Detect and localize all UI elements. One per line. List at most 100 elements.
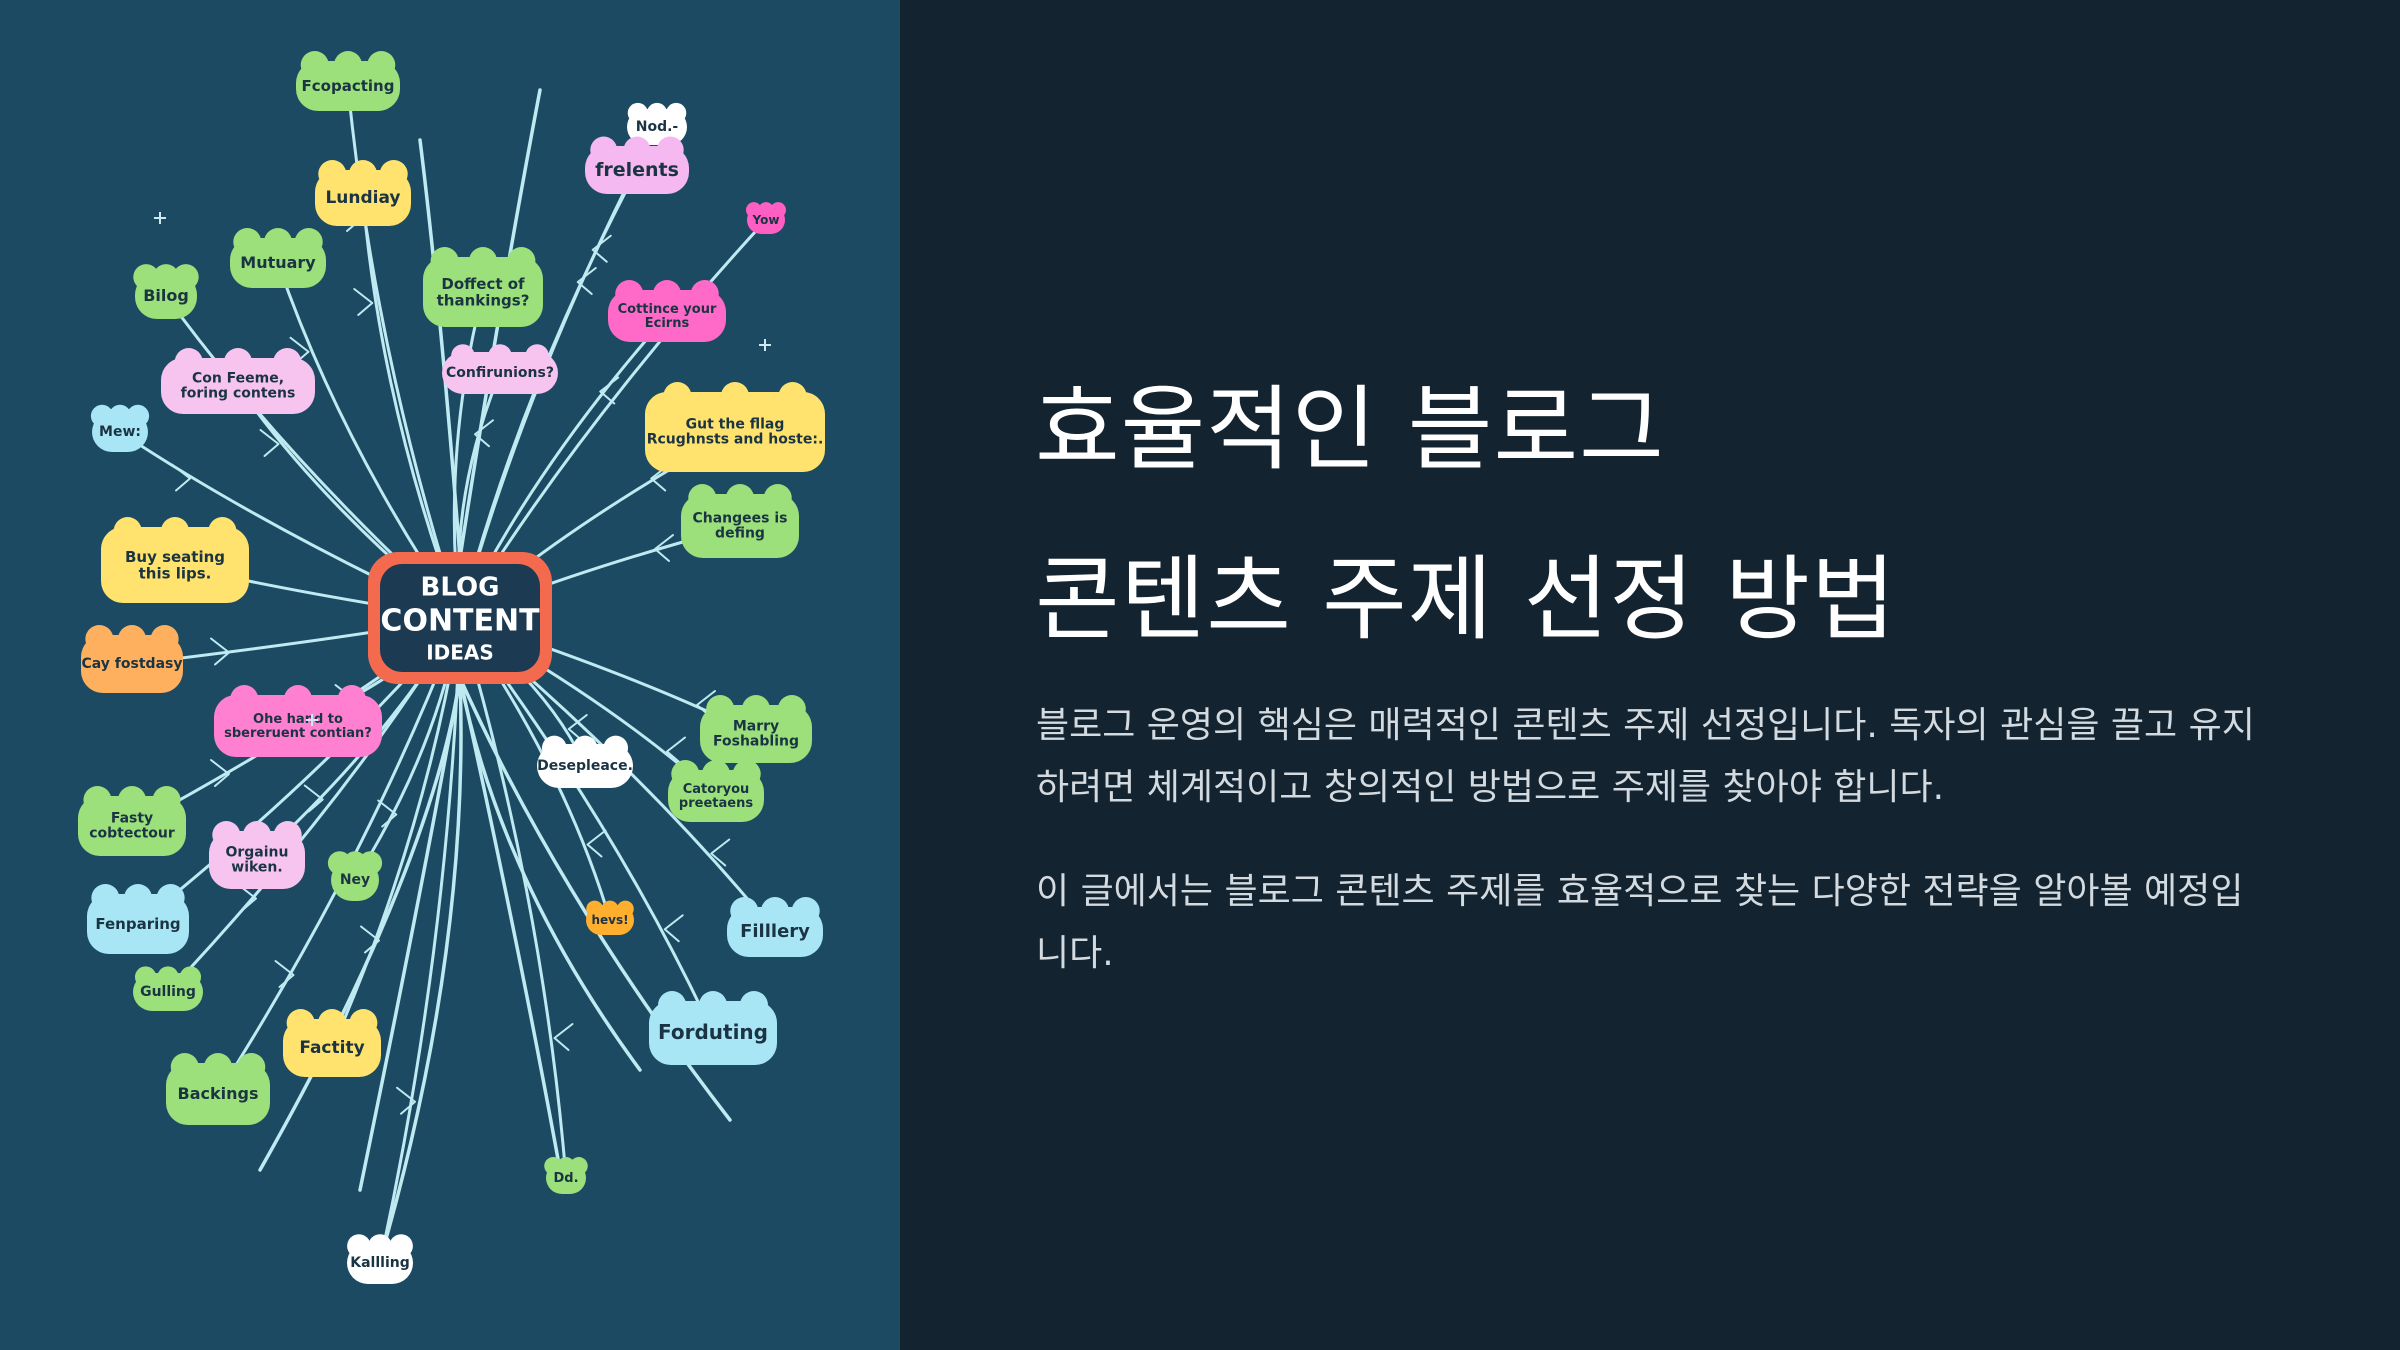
idea-bubble-bump [557, 1157, 575, 1175]
idea-bubble-bump [627, 102, 648, 124]
idea-bubble: Fcopacting [296, 51, 400, 111]
summary-paragraph: 이 글에서는 블로그 콘텐츠 주제를 효율적으로 찾는 다양한 전략을 알아볼 … [1036, 871, 2244, 974]
idea-bubble-bump [658, 991, 687, 1019]
idea-bubble-bump [118, 786, 146, 814]
idea-bubble: Cay fostdasy [81, 625, 183, 693]
idea-bubble-bump [90, 404, 114, 428]
idea-bubble-bump [337, 685, 366, 713]
twig-line [259, 429, 280, 457]
sparkle-icon [306, 714, 318, 726]
twig-line [274, 960, 295, 988]
twig-line [654, 534, 674, 562]
idea-bubble-bump [721, 382, 749, 410]
idea-bubble: Bilog [133, 264, 199, 319]
idea-bubble-bump [726, 484, 754, 512]
idea-bubble-shape [649, 1001, 777, 1065]
idea-bubble: Mutuary [230, 228, 326, 288]
idea-bubble-shape [161, 358, 315, 414]
idea-bubble-bump [347, 1234, 371, 1258]
twig-line [474, 419, 494, 448]
idea-bubble-bump [699, 991, 727, 1019]
twig-line [586, 829, 607, 858]
idea-bubble-label: Desepleace. [537, 758, 633, 774]
trunk-line [458, 676, 562, 1172]
idea-bubble-label: Filllery [740, 921, 810, 942]
idea-bubble-bump [791, 897, 820, 925]
idea-bubble-bump [273, 821, 302, 849]
idea-bubble-bump [174, 348, 203, 376]
idea-bubble-bump [152, 786, 181, 814]
idea-bubble-label: Factity [299, 1038, 364, 1058]
idea-bubble-bump [108, 404, 132, 428]
idea-bubble: hevs! [586, 900, 634, 935]
idea-bubble-bump [706, 695, 735, 723]
idea-bubble-bump [358, 851, 383, 875]
idea-bubble-bump [758, 202, 774, 218]
idea-bubble-bump [732, 760, 761, 788]
idea-bubble-bump [118, 625, 146, 653]
idea-bubble: Filllery [727, 897, 823, 957]
idea-bubble-bump [212, 821, 241, 849]
intro-paragraph: 블로그 운영의 핵심은 매력적인 콘텐츠 주제 선정입니다. 독자의 관심을 끌… [1036, 705, 2255, 808]
idea-bubble-bump [273, 348, 302, 376]
idea-bubble-bump [208, 517, 237, 545]
idea-bubble-label: Mutuary [240, 253, 316, 272]
idea-bubble-bump [243, 821, 271, 849]
central-node-inner [380, 564, 540, 672]
idea-bubble-bump [702, 760, 730, 788]
idea-bubble-bump [179, 966, 202, 988]
idea-bubble-bump [469, 247, 497, 275]
idea-bubble-bump [170, 1053, 199, 1081]
idea-bubble: Lundiay [315, 160, 411, 226]
central-node-label: IDEAS [426, 641, 494, 665]
idea-bubble: Dd. [544, 1157, 588, 1194]
idea-bubble-bump [91, 884, 120, 912]
twig-line [210, 759, 230, 787]
idea-bubble-bump [237, 1053, 266, 1081]
idea-bubble-bump [525, 344, 549, 368]
idea-bubble-bump [156, 884, 185, 912]
idea-bubble-bump [488, 344, 512, 368]
idea-bubble-bump [172, 264, 199, 290]
idea-bubble-shape [101, 527, 249, 603]
twig-line [303, 784, 324, 813]
idea-bubble-bump [623, 136, 651, 164]
twig-line [553, 1023, 574, 1051]
idea-bubble-bump [451, 344, 475, 368]
idea-bubble-label: Fenparing [95, 915, 180, 933]
idea-bubble-label: Confirunions? [446, 365, 554, 381]
idea-bubble-label: Cay fostdasy [82, 656, 183, 672]
idea-bubble-bump [230, 685, 259, 713]
twig-line [576, 267, 597, 295]
idea-bubble-bump [646, 102, 668, 124]
idea-bubble: Yow [746, 202, 786, 234]
idea-bubble-bump [730, 897, 759, 925]
idea-bubble-bump [778, 382, 807, 410]
idea-bubble-bump [153, 264, 179, 290]
idea-bubble-bump [349, 160, 377, 188]
idea-bubble-bump [150, 625, 179, 653]
idea-bubble-bump [763, 484, 792, 512]
idea-bubble-bump [653, 280, 681, 308]
idea-bubble-bump [334, 51, 362, 79]
idea-bubble-bump [666, 102, 687, 124]
sparkle-icon [759, 339, 771, 351]
bubble-layer: FcopactingNod.-frelentsYowLundiayMutuary… [78, 51, 825, 1284]
idea-bubble-bump [671, 760, 700, 788]
idea-bubble-bump [157, 966, 179, 988]
idea-bubble-label: Nod.- [636, 119, 679, 135]
idea-bubble-shape [681, 494, 799, 558]
branch-line [458, 616, 568, 1180]
